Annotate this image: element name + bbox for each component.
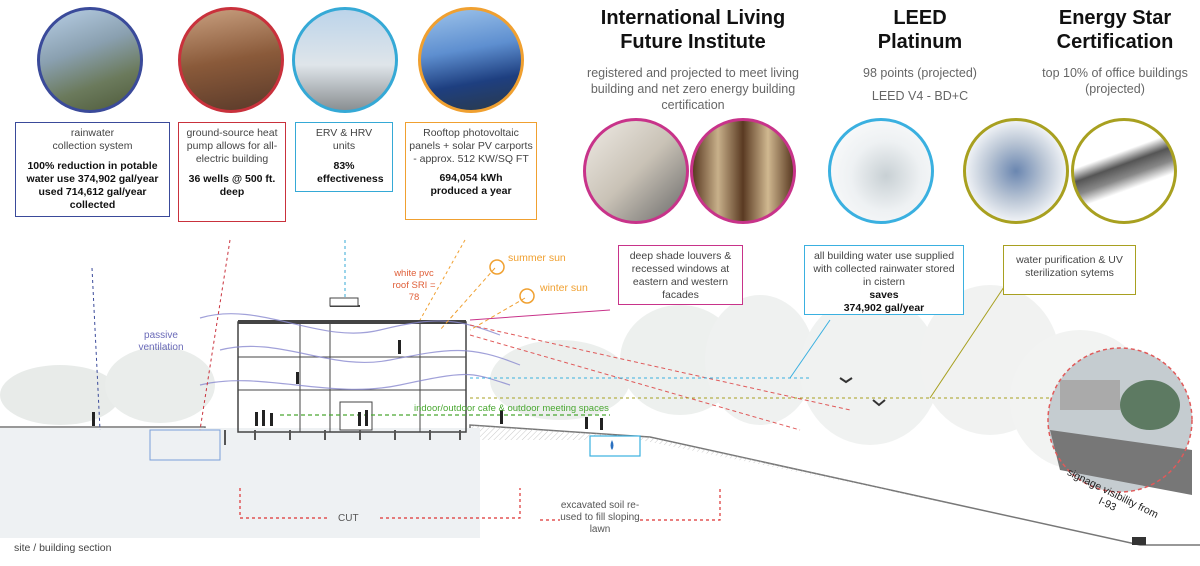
callout-water-use-text: all building water use supplied with col… xyxy=(813,250,955,288)
callout-leaders xyxy=(91,239,1060,431)
callout-water-use: all building water use supplied with col… xyxy=(804,245,964,315)
summer-sun-icon xyxy=(489,259,505,275)
callout-rainwater-line2: collection system xyxy=(52,140,133,152)
label-winter-sun: winter sun xyxy=(540,282,588,294)
cut-fill-brackets xyxy=(239,488,721,521)
bird-icon xyxy=(839,377,853,384)
cert-desc-energy-star: top 10% of office buildings (projected) xyxy=(1042,66,1188,96)
label-roof: white pvc roof SRI = 78 xyxy=(392,268,436,303)
cert-desc-ilfi: registered and projected to meet living … xyxy=(587,66,799,112)
callout-louvers-text: deep shade louvers & recessed windows at… xyxy=(629,250,732,301)
purification-photo xyxy=(963,118,1069,224)
uv-sterilizer-photo xyxy=(1071,118,1177,224)
ventilation-arrows xyxy=(199,313,521,390)
caption-site-section: site / building section xyxy=(14,542,112,554)
faucet-photo xyxy=(828,118,934,224)
callout-water-use-bold2: 374,902 gal/year xyxy=(843,302,925,314)
highway-inset xyxy=(1047,347,1193,495)
callout-purification: water purification & UV sterilization sy… xyxy=(1003,245,1136,295)
callout-erv: ERV & HRV units 83% effectiveness xyxy=(295,122,393,192)
car-icon xyxy=(1132,537,1146,545)
callout-geothermal-bold: 36 wells @ 500 ft. deep xyxy=(188,173,276,198)
louver-photo-2 xyxy=(690,118,796,224)
cert-desc-leed: 98 points (projected) xyxy=(863,66,977,80)
label-cafe: indoor/outdoor cafe & outdoor meeting sp… xyxy=(414,403,609,414)
foundation-piles xyxy=(224,430,461,445)
callout-solar-text: Rooftop photovoltaic panels + solar PV c… xyxy=(409,127,533,165)
label-cut: CUT xyxy=(338,513,359,524)
rainwater-photo xyxy=(37,7,143,113)
callout-solar: Rooftop photovoltaic panels + solar PV c… xyxy=(405,122,537,220)
callout-louvers: deep shade louvers & recessed windows at… xyxy=(618,245,743,305)
callout-solar-bold: 694,054 kWh produced a year xyxy=(430,172,512,197)
label-summer-sun: summer sun xyxy=(508,252,566,264)
callout-purification-text: water purification & UV sterilization sy… xyxy=(1016,254,1123,279)
cert-title-energy-star: Energy Star Certification xyxy=(1056,7,1174,53)
callout-water-use-bold1: saves xyxy=(869,289,899,301)
label-fill: excavated soil re-used to fill sloping l… xyxy=(560,500,640,535)
erv-photo xyxy=(292,7,398,113)
callout-rainwater: rainwater collection system 100% reducti… xyxy=(15,122,170,217)
cert-desc-leed-version: LEED V4 - BD+C xyxy=(871,89,969,103)
sun-rays xyxy=(439,267,851,431)
callout-erv-bold: 83% effectiveness xyxy=(317,160,384,185)
solar-photo xyxy=(418,7,524,113)
fill-hatch xyxy=(470,425,960,505)
cistern xyxy=(589,435,641,457)
people xyxy=(92,340,603,430)
callout-geothermal-text: ground-source heat pump allows for all-e… xyxy=(186,127,278,165)
louver-photo-1 xyxy=(583,118,689,224)
cert-title-ilfi: International Living Future Institute xyxy=(600,7,786,53)
geothermal-photo xyxy=(178,7,284,113)
bird-icon-2 xyxy=(872,399,886,407)
callout-geothermal: ground-source heat pump allows for all-e… xyxy=(178,122,286,222)
cert-title-leed: LEED Platinum xyxy=(877,7,963,53)
winter-sun-icon xyxy=(519,288,535,304)
callout-rainwater-line1: rainwater xyxy=(70,127,115,139)
callout-rainwater-bold: 100% reduction in potable water use 374,… xyxy=(26,160,159,211)
label-passive-ventilation: passive ventilation xyxy=(138,330,184,353)
callout-erv-text: ERV & HRV units xyxy=(315,127,373,152)
